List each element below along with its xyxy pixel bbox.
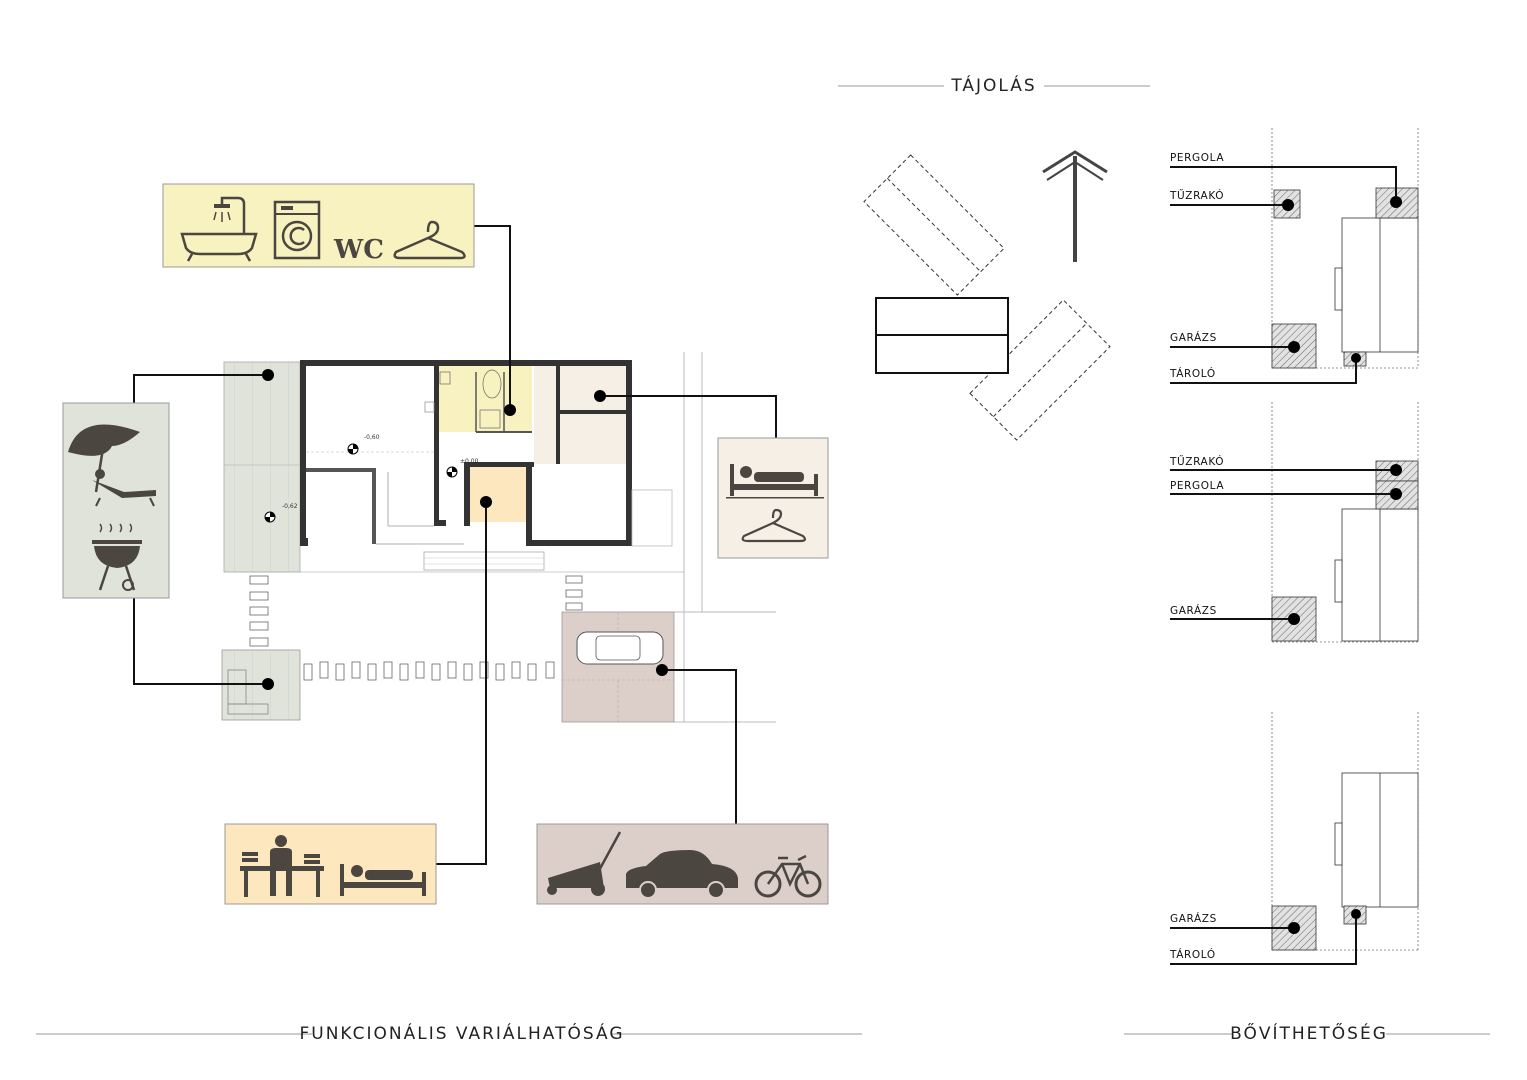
wet-function-box: WC	[162, 183, 475, 268]
extension-title-text: BŐVÍTHETŐSÉG	[1230, 1022, 1388, 1044]
level-mark-entry: ±0,00	[460, 458, 479, 465]
variant1-label-firepit: TŰZRAKÓ	[1169, 188, 1224, 202]
level-mark-living: -0,60	[364, 434, 380, 441]
office-zone	[470, 466, 528, 522]
variant3-label-storage: TÁROLÓ	[1169, 948, 1216, 961]
level-marker-entry	[446, 466, 458, 478]
terrace	[223, 361, 301, 573]
variant3-label-garage: GARÁZS	[1170, 912, 1217, 925]
office-function-box	[224, 823, 437, 905]
orientation-diagram	[863, 150, 1111, 441]
functional-title: FUNKCIONÁLIS VARIÁLHATÓSÁG	[36, 1022, 862, 1044]
orientation-title-text: TÁJOLÁS	[950, 74, 1036, 96]
stepping-stones-horizontal	[303, 661, 555, 681]
desk-worker-icon	[240, 835, 324, 897]
carport	[561, 611, 675, 723]
outdoor-function-box	[62, 402, 170, 599]
variant2-label-garage: GARÁZS	[1170, 604, 1217, 617]
variant2-label-firepit: TŰZRAKÓ	[1169, 454, 1224, 468]
bathroom-zone	[436, 366, 532, 432]
bicycle-icon	[754, 854, 822, 898]
extension-variant-3: GARÁZS TÁROLÓ	[1169, 712, 1419, 965]
bed-icon	[340, 864, 426, 896]
bed-icon	[726, 464, 824, 499]
lawn-mower-icon	[547, 831, 622, 896]
wc-icon: WC	[333, 235, 384, 265]
level-mark-terrace: -0,62	[282, 503, 298, 510]
car-icon	[626, 850, 738, 899]
beach-umbrella-lounger-icon	[68, 424, 156, 507]
extension-variant-2: TŰZRAKÓ PERGOLA GARÁZS	[1169, 402, 1419, 643]
hanger-icon	[393, 220, 466, 260]
north-arrow-icon	[1042, 150, 1108, 262]
washing-machine-icon	[273, 200, 321, 260]
variant1-label-pergola: PERGOLA	[1170, 152, 1224, 164]
bedroom-function-box	[717, 437, 829, 559]
extension-title: BŐVÍTHETŐSÉG	[1124, 1022, 1490, 1044]
extension-variant-1: PERGOLA TŰZRAKÓ GARÁZS TÁROLÓ	[1169, 128, 1419, 384]
bathtub-icon	[180, 196, 258, 262]
garage-function-box	[536, 823, 829, 905]
connector-lines	[133, 225, 777, 865]
functional-title-text: FUNKCIONÁLIS VARIÁLHATÓSÁG	[299, 1022, 624, 1044]
car-plan-icon	[576, 631, 664, 665]
wc-label: WC	[333, 235, 384, 265]
barbecue-grill-icon	[92, 523, 142, 591]
site-plan: -0,62	[221, 352, 776, 723]
variant1-label-storage: TÁROLÓ	[1169, 367, 1216, 380]
stepping-stones-vertical	[249, 575, 583, 647]
bedroom-zone	[534, 366, 626, 464]
interior-lines	[306, 369, 532, 545]
level-marker-living	[347, 443, 359, 455]
exterior-walls	[300, 360, 632, 546]
orientation-title: TÁJOLÁS	[838, 74, 1150, 96]
level-marker-terrace	[264, 511, 276, 523]
entry-steps	[423, 489, 673, 571]
variant2-label-pergola: PERGOLA	[1170, 480, 1224, 492]
rotated-house-ghost-1	[863, 154, 1005, 296]
connector-dots	[262, 369, 668, 690]
house-footprint	[875, 297, 1009, 374]
hanger-icon	[741, 508, 806, 543]
variant1-label-garage: GARÁZS	[1170, 331, 1217, 344]
